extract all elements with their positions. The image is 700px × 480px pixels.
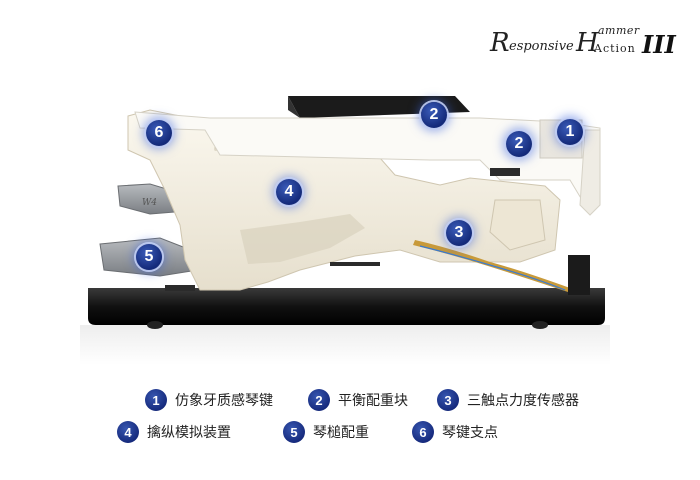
- key-front: [579, 129, 601, 216]
- rear-stop: [165, 285, 195, 291]
- legend-number: 1: [145, 389, 167, 411]
- legend-number: 4: [117, 421, 139, 443]
- feature-legend: 1 仿象牙质感琴键 2 平衡配重块 3 三触点力度传感器 4 擒纵模拟装置 5 …: [0, 380, 700, 470]
- legend-number: 3: [437, 389, 459, 411]
- frame-inner-cavity: [240, 214, 365, 264]
- badge-2-right: 2: [506, 131, 532, 157]
- logo-letter-r: R: [490, 28, 510, 58]
- legend-number: 5: [283, 421, 305, 443]
- logo-word-ammer: ammer: [598, 24, 640, 37]
- badge-4: 4: [276, 179, 302, 205]
- sensor-strip-circuit: [419, 245, 566, 291]
- floor-reflection: [80, 325, 610, 365]
- logo-word-esponsive: esponsive: [509, 39, 574, 54]
- logo-roman-numeral: III: [642, 30, 676, 59]
- front-post: [568, 255, 590, 295]
- badge-6: 6: [146, 120, 172, 146]
- badge-1: 1: [557, 119, 583, 145]
- legend-label: 三触点力度传感器: [467, 393, 579, 409]
- white-key: [134, 111, 601, 206]
- legend-label: 擒纵模拟装置: [147, 425, 231, 441]
- badge-5: 5: [136, 244, 162, 270]
- legend-number: 2: [308, 389, 330, 411]
- legend-label: 平衡配重块: [338, 393, 408, 409]
- badge-2-top: 2: [421, 102, 447, 128]
- hammer-engraving: W4: [142, 198, 157, 208]
- legend-label: 琴键支点: [442, 425, 498, 441]
- base-foot-right: [532, 321, 548, 329]
- legend-item-5: 5 琴槌配重: [283, 420, 369, 444]
- mid-bracket: [330, 262, 380, 266]
- legend-item-2: 2 平衡配重块: [308, 388, 408, 412]
- badge-3: 3: [446, 220, 472, 246]
- logo-letter-h: H: [576, 28, 599, 58]
- responsive-hammer-action-logo: R esponsive H ammer Action III: [490, 24, 680, 60]
- legend-item-4: 4 擒纵模拟装置: [117, 420, 231, 444]
- black-key-face: [288, 96, 300, 118]
- legend-label: 仿象牙质感琴键: [175, 393, 273, 409]
- legend-label: 琴槌配重: [313, 425, 369, 441]
- base-foot-left: [147, 321, 163, 329]
- black-base: [88, 288, 605, 325]
- legend-item-6: 6 琴键支点: [412, 420, 498, 444]
- frame-sensor-block: [489, 199, 546, 251]
- legend-item-3: 3 三触点力度传感器: [437, 388, 579, 412]
- logo-word-action: Action: [594, 42, 636, 55]
- action-cutaway-drawing: W4: [80, 96, 610, 365]
- key-pin: [490, 168, 520, 176]
- legend-item-1: 1 仿象牙质感琴键: [145, 388, 273, 412]
- legend-number: 6: [412, 421, 434, 443]
